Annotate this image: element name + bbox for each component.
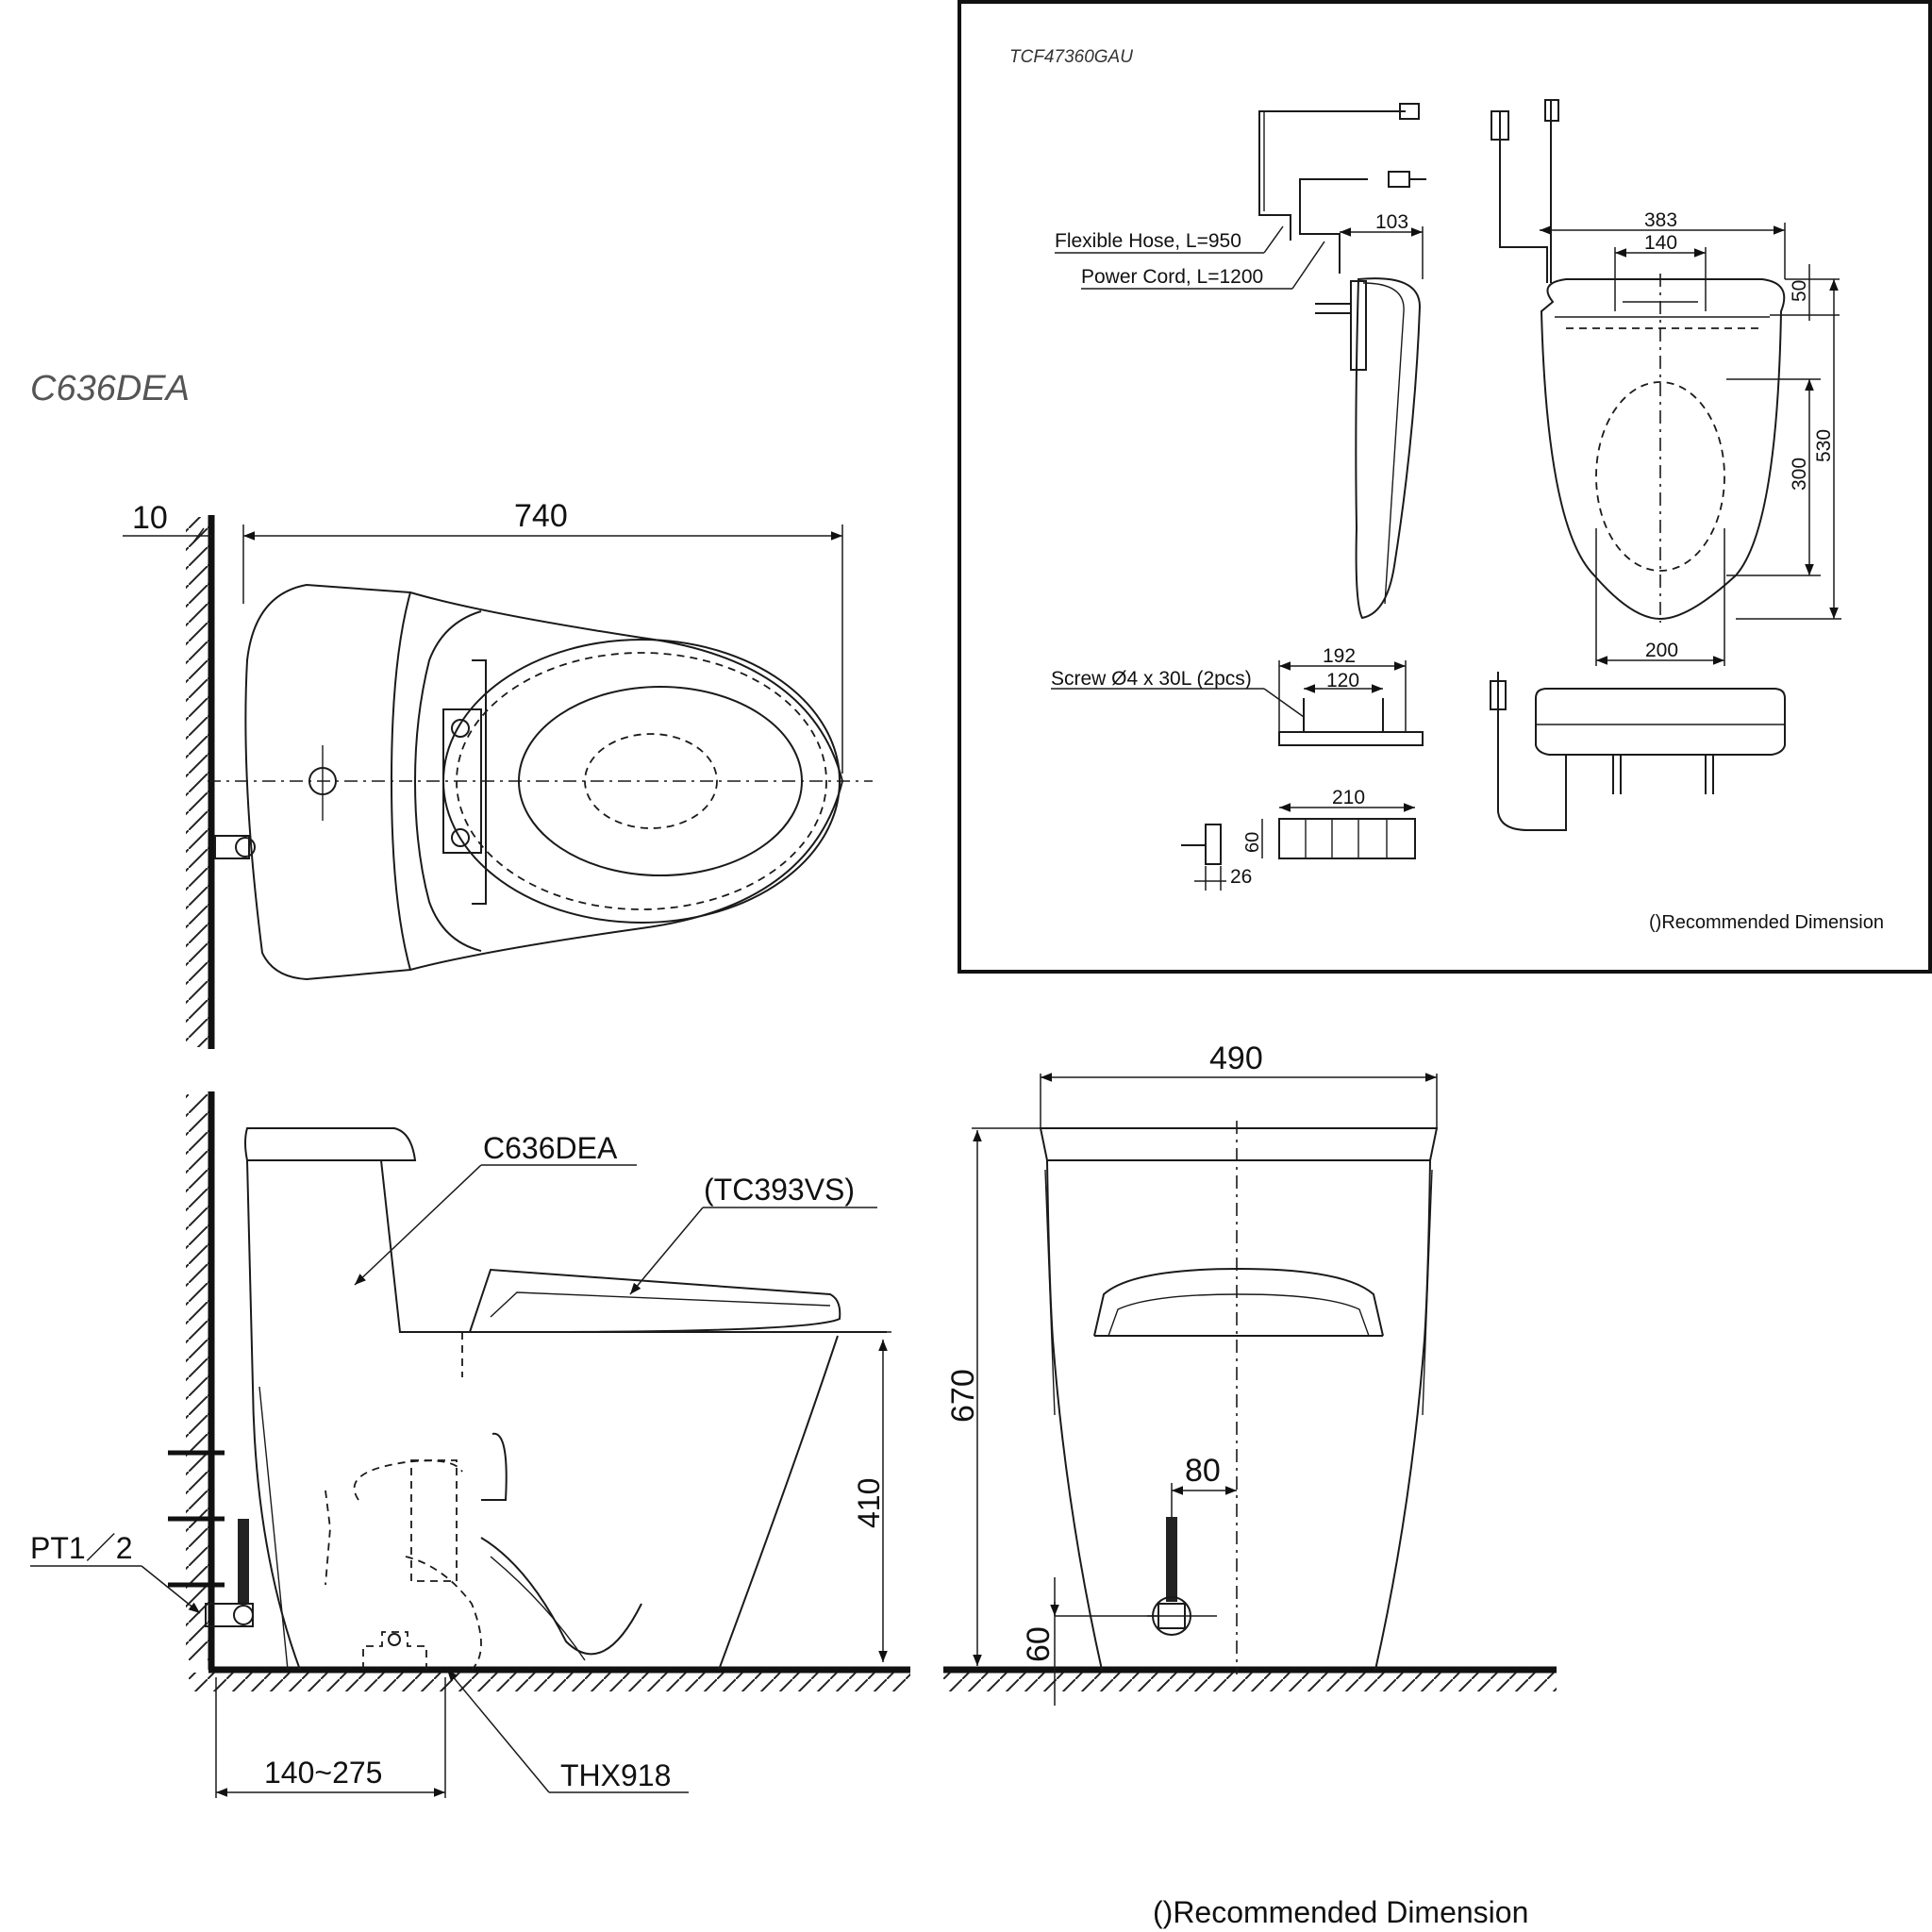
dim-740-label: 740 bbox=[514, 498, 568, 534]
inset-seat-front bbox=[1535, 688, 1786, 756]
dim-rim-height-label: 410 bbox=[852, 1478, 886, 1528]
side-seat bbox=[468, 1268, 841, 1333]
side-supply-hose bbox=[238, 1519, 249, 1604]
label-screw: Screw Ø4 x 30L (2pcs) bbox=[1051, 668, 1252, 690]
label-flexible-hose: Flexible Hose, L=950 bbox=[1055, 230, 1241, 252]
inset-seat-top bbox=[1540, 278, 1786, 621]
label-power-cord: Power Cord, L=1200 bbox=[1081, 266, 1263, 288]
dim-supply-offset-label: 80 bbox=[1185, 1453, 1221, 1489]
front-seat bbox=[1093, 1267, 1384, 1337]
inset-bracket bbox=[1278, 731, 1424, 746]
side-view: C636DEA (TC393VS) PT1／2 THX918 140~275 4… bbox=[30, 1091, 910, 1798]
dim-50-label: 50 bbox=[1789, 280, 1810, 302]
hose-route bbox=[1258, 110, 1368, 241]
dim-10-label: 10 bbox=[132, 500, 168, 536]
front-supply-hose bbox=[1166, 1517, 1177, 1602]
dim-383-label: 383 bbox=[1644, 209, 1677, 231]
side-tank-lid bbox=[244, 1127, 417, 1161]
dim-supply-height-label: 60 bbox=[1021, 1626, 1057, 1662]
label-flange-model: THX918 bbox=[560, 1758, 671, 1792]
inset-seat-side bbox=[1355, 277, 1422, 620]
side-flange bbox=[362, 1631, 427, 1670]
main-model-title: C636DEA bbox=[30, 369, 190, 408]
inset-remote bbox=[1278, 818, 1416, 859]
dim-26-label: 26 bbox=[1230, 866, 1252, 888]
top-wall-hatch bbox=[186, 517, 208, 1047]
front-floor-hatch bbox=[943, 1673, 1557, 1691]
footer-note: ()Recommended Dimension bbox=[1153, 1895, 1528, 1929]
dim-60-label: 60 bbox=[1242, 832, 1263, 853]
inset-model-title: TCF47360GAU bbox=[1009, 47, 1133, 67]
side-wall-hatch bbox=[186, 1094, 208, 1660]
label-bowl-model: C636DEA bbox=[483, 1131, 618, 1165]
dim-300-label: 300 bbox=[1789, 458, 1810, 491]
dim-530-label: 530 bbox=[1813, 429, 1835, 462]
front-tank-lid bbox=[1039, 1127, 1439, 1161]
dim-192-label: 192 bbox=[1323, 645, 1356, 667]
label-seat-model: (TC393VS) bbox=[704, 1173, 855, 1207]
top-view: 10 740 bbox=[123, 498, 873, 1049]
top-supply-valve bbox=[214, 835, 250, 859]
inset-note: ()Recommended Dimension bbox=[1649, 912, 1884, 933]
dim-200-label: 200 bbox=[1645, 640, 1678, 661]
label-supply: PT1／2 bbox=[30, 1531, 133, 1565]
front-view: 490 80 60 670 bbox=[943, 1041, 1557, 1706]
inset-panel: TCF47360GAU Flexible Hose, L=950 Power C… bbox=[958, 0, 1932, 974]
inset-border bbox=[958, 0, 1932, 974]
cord-route bbox=[1299, 178, 1368, 274]
dim-103-label: 103 bbox=[1375, 211, 1408, 233]
dim-210-label: 210 bbox=[1332, 787, 1365, 808]
side-floor-hatch bbox=[189, 1673, 910, 1691]
dim-120-label: 120 bbox=[1326, 670, 1359, 691]
dim-140-label: 140 bbox=[1644, 232, 1677, 254]
dim-rough-in-label: 140~275 bbox=[264, 1756, 382, 1790]
dim-front-width-label: 490 bbox=[1209, 1041, 1263, 1076]
top-outline bbox=[244, 583, 844, 981]
dim-front-height-label: 670 bbox=[945, 1369, 981, 1423]
